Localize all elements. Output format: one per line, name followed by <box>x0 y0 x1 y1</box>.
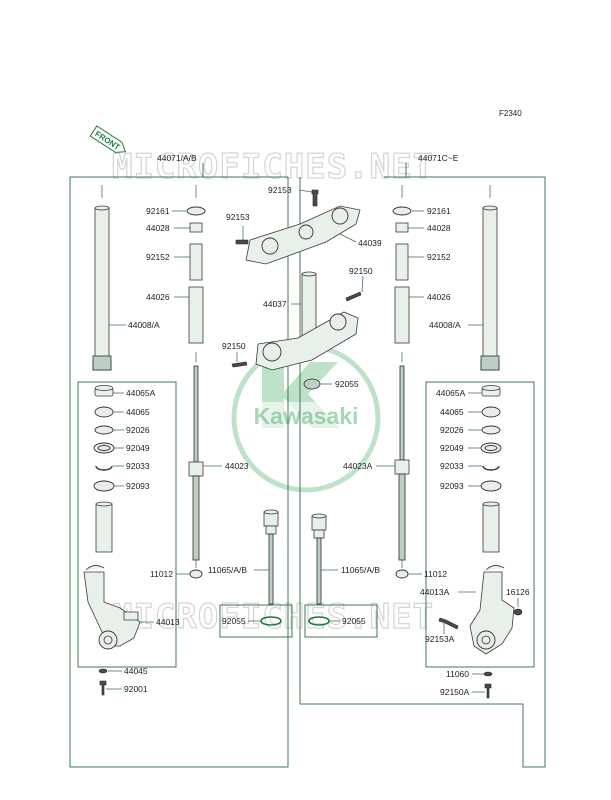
label-r-11065: 11065/A/B <box>341 565 380 575</box>
label-r-92153a: 92153A <box>425 634 455 644</box>
label-l-92026: 92026 <box>126 425 150 435</box>
label-c-92153-top: 92153 <box>268 185 292 195</box>
right-spring-assembly <box>392 185 412 579</box>
label-l-44008a: 44008/A <box>128 320 160 330</box>
label-44071ab: 44071/A/B <box>157 153 197 163</box>
left-outer-tube <box>92 185 112 371</box>
label-r-44023a: 44023A <box>343 461 373 471</box>
label-c-44037: 44037 <box>263 299 287 309</box>
label-l-44023: 44023 <box>225 461 249 471</box>
label-l-92152: 92152 <box>146 252 170 262</box>
steering-stem <box>231 271 362 390</box>
label-r-11012: 11012 <box>424 569 447 579</box>
label-c-92055: 92055 <box>335 379 359 389</box>
label-c-92150-left: 92150 <box>222 341 246 351</box>
label-r-92093: 92093 <box>440 481 464 491</box>
label-r-92026: 92026 <box>440 425 464 435</box>
label-l-92161: 92161 <box>146 206 170 216</box>
front-arrow: FRONT <box>89 125 127 153</box>
label-c-92153-left: 92153 <box>226 212 250 222</box>
label-r-44028: 44028 <box>427 223 451 233</box>
label-l-11065: 11065/A/B <box>208 565 247 575</box>
label-44071ce: 44071C~E <box>418 153 459 163</box>
label-r-44065a: 44065A <box>436 388 466 398</box>
left-spring-assembly <box>186 185 206 579</box>
label-l-44028: 44028 <box>146 223 170 233</box>
label-r-44013a: 44013A <box>420 587 450 597</box>
label-r-16126: 16126 <box>506 587 530 597</box>
label-l-44065a: 44065A <box>126 388 156 398</box>
logo-text: Kawasaki <box>254 403 359 429</box>
label-l-92049: 92049 <box>126 443 150 453</box>
figure-code: F2340 <box>499 109 522 118</box>
right-damper-cartridge <box>308 513 330 626</box>
label-l-92055: 92055 <box>222 616 246 626</box>
label-l-44026: 44026 <box>146 292 170 302</box>
label-r-44065: 44065 <box>440 407 464 417</box>
label-l-44013: 44013 <box>156 617 180 627</box>
label-r-92049: 92049 <box>440 443 464 453</box>
label-r-11060: 11060 <box>446 669 469 679</box>
label-l-11012: 11012 <box>150 569 173 579</box>
label-r-44008a: 44008/A <box>429 320 461 330</box>
label-r-92033: 92033 <box>440 461 464 471</box>
label-r-92152: 92152 <box>427 252 451 262</box>
right-axle-bracket <box>438 565 523 699</box>
kawasaki-logo: Kawasaki <box>231 343 381 493</box>
label-l-92093: 92093 <box>126 481 150 491</box>
left-seal-stack <box>93 385 115 553</box>
label-c-44039: 44039 <box>358 238 382 248</box>
diagram-frames <box>69 163 546 768</box>
label-l-44045: 44045 <box>124 666 148 676</box>
upper-triple-clamp <box>235 189 361 265</box>
right-seal-stack <box>480 385 502 553</box>
label-c-92150-top: 92150 <box>349 266 373 276</box>
label-r-44026: 44026 <box>427 292 451 302</box>
right-outer-tube <box>480 185 500 371</box>
watermark-text-top: MICROFICHES.NET <box>112 147 434 187</box>
label-l-44065: 44065 <box>126 407 150 417</box>
label-r-92055: 92055 <box>342 616 366 626</box>
label-l-92033: 92033 <box>126 461 150 471</box>
label-r-92161: 92161 <box>427 206 451 216</box>
label-r-92150a: 92150A <box>440 687 470 697</box>
label-l-92001: 92001 <box>124 684 148 694</box>
left-axle-bracket <box>83 565 141 696</box>
